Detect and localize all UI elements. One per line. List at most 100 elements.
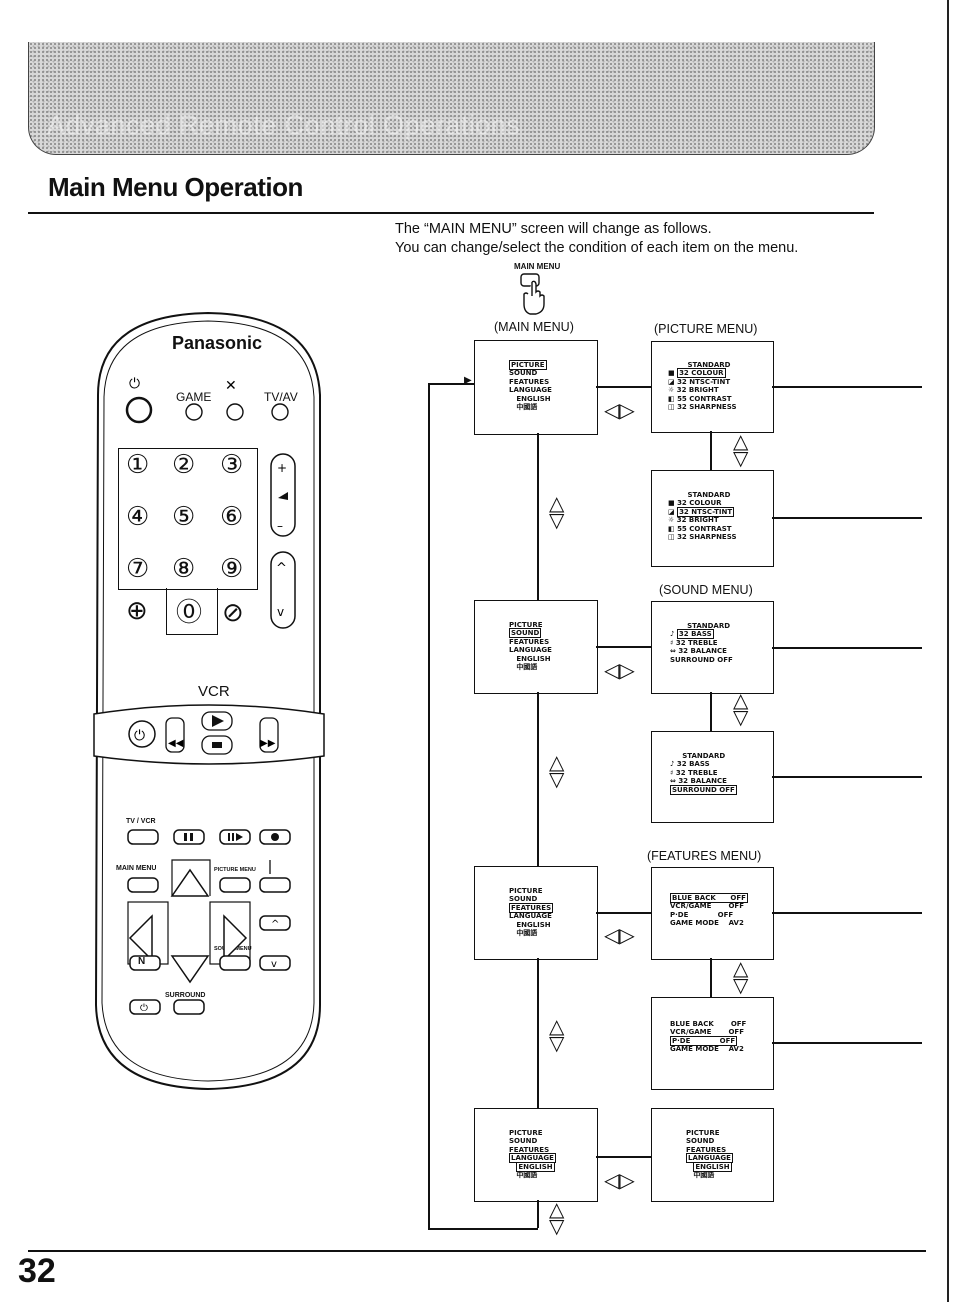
surround-key-label: SURROUND [165, 992, 206, 999]
up-down-keys-icon: △▽ [733, 956, 749, 997]
sub-arrow-picture [710, 431, 712, 470]
intro-line-1: The “MAIN MENU” screen will change as fo… [395, 221, 712, 237]
svg-text:–: – [277, 519, 283, 533]
main-menu-key-label: MAIN MENU [116, 865, 157, 872]
section-banner: Advanced Remote Control Operations [28, 42, 875, 155]
page-edge [947, 0, 949, 1302]
svg-text:v: v [277, 605, 284, 619]
digit-7-button[interactable]: ⑦ [126, 554, 150, 584]
svg-text:^: ^ [271, 919, 279, 930]
number-keypad [118, 448, 258, 590]
transport-buttons [127, 829, 291, 845]
footer-rule [28, 1250, 926, 1252]
left-right-keys-icon: ◁▷ [604, 658, 635, 682]
leader-line [772, 1042, 922, 1044]
intro-line-2: You can change/select the condition of e… [395, 240, 799, 256]
vcr-control-panel: ⏻ ◀◀ ▶▶ [93, 704, 325, 765]
loop-line-vertical [428, 383, 430, 1229]
main-menu-button-label: MAIN MENU [514, 262, 561, 271]
loop-line-bottom [428, 1228, 538, 1230]
double-digit-button[interactable]: ⊕ [126, 596, 148, 626]
vcr-label: VCR [198, 683, 230, 700]
channel-rocker [270, 551, 296, 629]
page-title: Main Menu Operation [48, 172, 303, 202]
digit-3-button[interactable]: ③ [220, 450, 244, 480]
left-right-keys-icon: ◁▷ [604, 923, 635, 947]
digit-6-button[interactable]: ⑥ [220, 502, 244, 532]
sub-arrow-features [710, 958, 712, 997]
leader-line [772, 647, 922, 649]
svg-text:v: v [271, 959, 277, 970]
picture-menu-box-tint: STANDARD ■ 32 COLOUR ◪ 32 NTSC-TINT ☼ 32… [651, 470, 774, 567]
keypad-zero-frame [166, 588, 218, 635]
brand-label: Panasonic [172, 333, 263, 353]
svg-text:◀◀: ◀◀ [168, 738, 184, 749]
svg-text:✕: ✕ [225, 378, 237, 394]
sound-menu-box-bass: STANDARD ♪ 32 BASS ♯ 32 TREBLE ⇔ 32 BALA… [651, 601, 774, 694]
svg-text:⏻: ⏻ [140, 1003, 148, 1014]
picture-menu-box-colour: STANDARD ■ 32 COLOUR ◪ 32 NTSC-TINT ☼ 32… [651, 341, 774, 433]
up-down-keys-icon: △▽ [733, 688, 749, 729]
leader-line [772, 517, 922, 519]
up-down-keys-icon: △▽ [549, 491, 565, 532]
svg-text:+: + [277, 461, 287, 475]
surround-key [173, 999, 205, 1015]
connector-language [596, 1156, 651, 1158]
digit-0-button[interactable]: ⓪ [176, 598, 203, 628]
up-down-keys-icon: △▽ [733, 429, 749, 470]
banner-title: Advanced Remote Control Operations [47, 110, 521, 140]
up-down-keys-icon: △▽ [549, 1197, 565, 1238]
digit-5-button[interactable]: ⑤ [172, 502, 196, 532]
recall-button[interactable]: ⊘ [222, 598, 244, 628]
remote-control [94, 311, 321, 1091]
digit-2-button[interactable]: ② [172, 450, 196, 480]
svg-text:^: ^ [276, 561, 287, 576]
svg-text:▶▶: ▶▶ [260, 738, 276, 749]
features-menu-box-blueback: BLUE BACK OFF VCR/GAME OFF P·DE OFF GAME… [651, 867, 774, 960]
menu-navigation-pad: ^ v ⏻ [127, 859, 291, 1015]
features-menu-box-pde: BLUE BACK OFF VCR/GAME OFF P·DE OFF GAME… [651, 997, 774, 1090]
page-number: 32 [18, 1252, 56, 1290]
tvvcr-label: TV / VCR [126, 818, 156, 825]
up-down-keys-icon: △▽ [549, 750, 565, 791]
digit-9-button[interactable]: ⑨ [220, 554, 244, 584]
picture-menu-heading: (PICTURE MENU) [654, 322, 758, 336]
leader-line [772, 386, 922, 388]
main-menu-box-picture: PICTURE SOUND FEATURES LANGUAGE ENGLISH … [474, 340, 598, 435]
sound-menu-heading: (SOUND MENU) [659, 583, 753, 597]
digit-4-button[interactable]: ④ [126, 502, 150, 532]
main-arrow-4 [537, 1200, 539, 1228]
top-buttons: ⏻ ✕ [125, 376, 289, 424]
connector-picture [596, 386, 651, 388]
connector-features [596, 912, 651, 914]
left-right-keys-icon: ◁▷ [604, 1168, 635, 1192]
main-menu-key [127, 877, 159, 893]
svg-text:⏻: ⏻ [129, 376, 140, 392]
sub-arrow-sound [710, 692, 712, 731]
n-key-label: N [138, 956, 146, 967]
sound-menu-box-surround: STANDARD ♪ 32 BASS ♯ 32 TREBLE ⇔ 32 BALA… [651, 731, 774, 823]
game-label: GAME [176, 390, 212, 404]
tvav-label: TV/AV [264, 390, 298, 404]
title-rule [28, 212, 874, 214]
language-menu-box-chinese: PICTURE SOUND FEATURES LANGUAGE ENGLISH … [651, 1108, 774, 1202]
leader-line [772, 776, 922, 778]
features-menu-heading: (FEATURES MENU) [647, 849, 762, 863]
main-arrow-1 [537, 433, 539, 600]
digit-8-button[interactable]: ⑧ [172, 554, 196, 584]
left-right-keys-icon: ◁▷ [604, 398, 635, 422]
hand-press-icon [520, 273, 545, 315]
main-menu-box-features: PICTURE SOUND FEATURES LANGUAGE ENGLISH … [474, 866, 598, 960]
volume-channel-rockers: + – ^ v [270, 453, 296, 629]
connector-sound [596, 646, 651, 648]
arrow-right-icon: ▶ [464, 375, 472, 386]
leader-line [772, 912, 922, 914]
picture-menu-key-label: PICTURE MENU [214, 867, 256, 873]
main-arrow-2 [537, 692, 539, 866]
digit-1-button[interactable]: ① [126, 450, 150, 480]
number-buttons: ① ② ③ ④ ⑤ ⑥ ⑦ ⑧ ⑨ ⊕ ⓪ ⊘ [122, 450, 262, 640]
main-arrow-3 [537, 958, 539, 1108]
up-down-keys-icon: △▽ [549, 1014, 565, 1055]
main-menu-box-language: PICTURE SOUND FEATURES LANGUAGE ENGLISH … [474, 1108, 598, 1202]
power-button [125, 396, 153, 424]
